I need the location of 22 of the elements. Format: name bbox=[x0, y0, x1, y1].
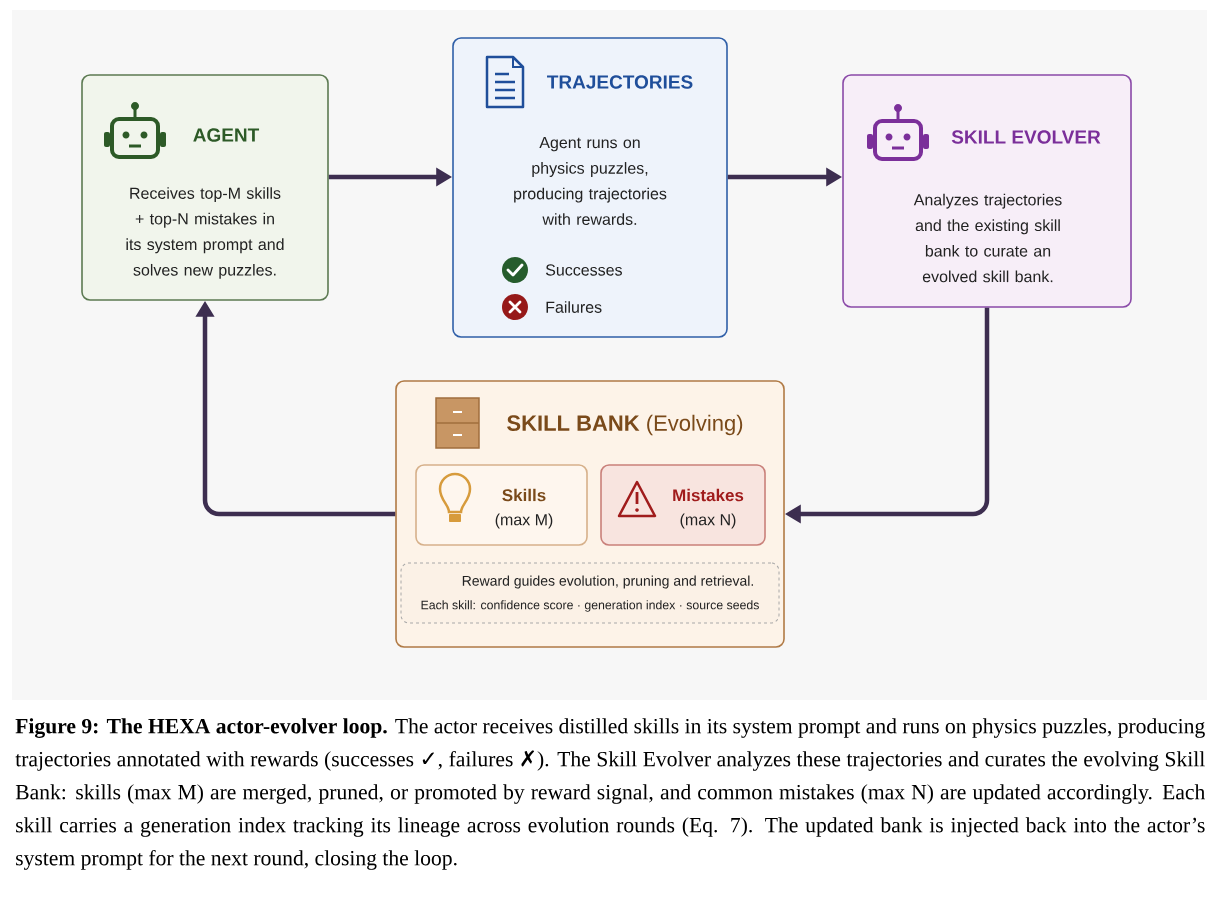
mistakes-box bbox=[600, 464, 766, 546]
box-heading: Skills bbox=[502, 488, 546, 502]
box-body: Agent runs on physics puzzles, producing trajectories with rewards. bbox=[514, 137, 667, 225]
list-item: Successes bbox=[545, 264, 622, 276]
note-box bbox=[400, 562, 780, 624]
box-heading: Mistakes bbox=[673, 488, 744, 502]
note-text: Each skill: confidence score · generation index · source seeds bbox=[421, 600, 759, 612]
box-heading: AGENT bbox=[193, 128, 260, 142]
box-heading: TRAJECTORIES bbox=[547, 75, 693, 89]
agent-box bbox=[81, 74, 329, 301]
box-body: Receives top-M skills + top-N mistakes in its system prompt and solves new puzzles. bbox=[126, 187, 284, 279]
list-item: Failures bbox=[546, 301, 602, 313]
skills-box bbox=[415, 464, 588, 546]
note-text: Reward guides evolution, pruning and retrieval. bbox=[462, 575, 753, 589]
box-body: (max M) bbox=[495, 513, 553, 529]
skill-evolver-box bbox=[842, 74, 1132, 308]
box-heading: SKILL EVOLVER bbox=[951, 130, 1101, 144]
box-body: Analyzes trajectories and the existing skill bank to curate an evolved skill bank. bbox=[913, 193, 1062, 283]
trajectories-box bbox=[452, 37, 728, 338]
box-heading: SKILL BANK (Evolving) bbox=[507, 414, 743, 436]
caption: Figure 9: The HEXA actor-evolver loop. The actor receives distilled skills in its system prompt and runs on physics puzzles, producing trajectories annotated with rewards (successes ✓, failures ✗). The Skill Evolver analyzes these trajectories and curates the evolving Skill Bank: skills (max M) are merged, pruned, or promoted by reward signal, and common mistakes (max N) are updated accordingly. Each skill carries a generation index tracking its lineage across evolution rounds (Eq. 7). The updated bank is injected back into the actor’s system prompt for the next round, closing the loop. bbox=[15, 718, 1205, 870]
box-body: (max N) bbox=[680, 513, 736, 529]
